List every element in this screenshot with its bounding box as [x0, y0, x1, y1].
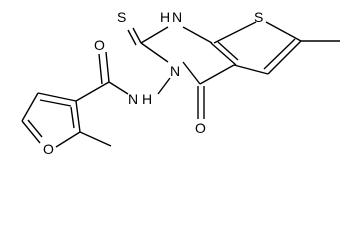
amide-nitrogen-label: N [128, 91, 138, 107]
thione-sulfur-label: S [117, 9, 126, 25]
furan-oxygen-label: O [43, 141, 54, 157]
ring-nitrogen-1-label: N [172, 9, 182, 25]
amide-hydrogen-label: H [142, 91, 152, 107]
keto-oxygen-label: O [195, 120, 206, 136]
chemical-structure: S H N S N N H O O O [21, 9, 340, 157]
ring-nitrogen-3-label: N [170, 63, 180, 79]
amide-oxygen-label: O [94, 37, 105, 53]
bond-lines [21, 21, 340, 148]
thiophene-sulfur-label: S [254, 9, 263, 25]
ring-nh-hydrogen-label: H [160, 9, 170, 25]
